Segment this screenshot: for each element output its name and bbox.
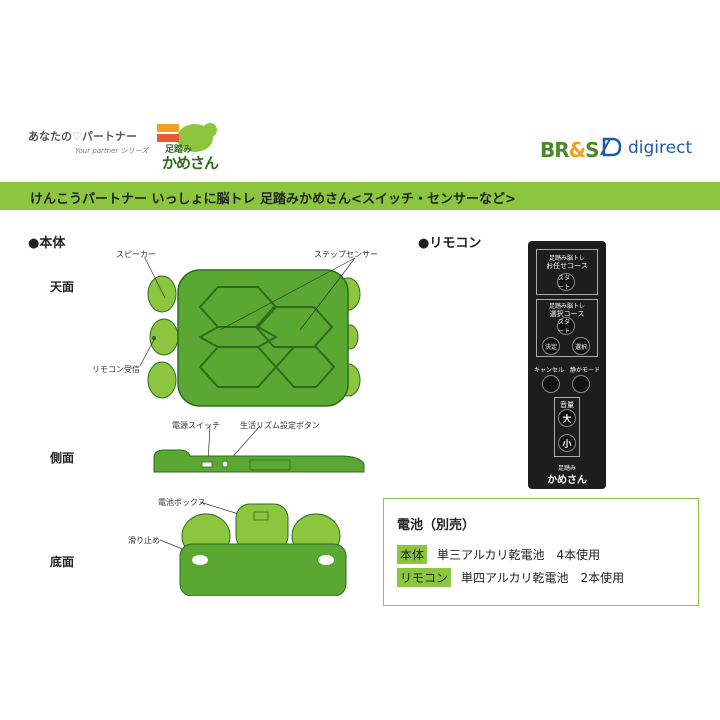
turtle-top-view-illustration	[147, 269, 361, 407]
brs-logo: BR&S	[540, 138, 600, 162]
step-sensor-label: ステップセンサー	[314, 250, 378, 259]
series-sub: Your partner シリーズ	[75, 147, 149, 155]
battery-row-body: 本体 単三アルカリ乾電池 4本使用	[397, 545, 600, 564]
product-logo-big: かめさん	[162, 154, 219, 172]
remote-quiet-mode-button[interactable]	[572, 375, 590, 393]
title-bar	[0, 182, 720, 210]
remote-decide-button[interactable]: 決定	[542, 337, 560, 355]
turtle-side-view-illustration	[153, 449, 365, 473]
digirect-logo: digirect	[628, 138, 693, 158]
remote-control: 足踏み脳トレ お任せコース スタート 足踏み脳トレ 選択コース スタート 決定 …	[528, 241, 606, 489]
remote-heading: ●リモコン	[418, 236, 482, 251]
turtle-logo-icon	[157, 123, 217, 152]
body-heading: ●本体	[28, 236, 66, 251]
speaker-label: スピーカー	[116, 250, 156, 259]
remote-receiver-label: リモコン受信	[92, 365, 140, 374]
remote-start-button-1[interactable]: スタート	[557, 273, 575, 291]
heart-icon: ♡	[72, 130, 82, 143]
battery-info-box	[383, 498, 699, 606]
battery-row-remote: リモコン 単四アルカリ乾電池 2本使用	[397, 568, 624, 587]
series-label: あなたの♡パートナー	[28, 130, 137, 143]
battery-box-label: 電池ボックス	[158, 498, 206, 507]
battery-title: 電池（別売）	[397, 518, 476, 533]
anti-slip-label: 滑り止め	[128, 536, 160, 545]
side-view-label: 側面	[50, 451, 75, 465]
rhythm-button-label: 生活リズム設定ボタン	[240, 421, 320, 430]
remote-cancel-button[interactable]	[542, 375, 560, 393]
remote-volume-down-button[interactable]: 小	[558, 434, 576, 452]
remote-start-button-2[interactable]: スタート	[557, 317, 575, 335]
power-switch-label: 電源スイッチ	[172, 421, 220, 430]
product-logo-small: 足踏み	[165, 145, 193, 155]
page-title: けんこうパートナー いっしょに脳トレ 足踏みかめさん<スイッチ・センサーなど>	[30, 192, 516, 207]
top-view-label: 天面	[50, 280, 75, 294]
remote-select-button[interactable]: 選択	[572, 337, 590, 355]
remote-volume-up-button[interactable]: 大	[558, 409, 576, 427]
turtle-bottom-view-illustration	[179, 503, 347, 596]
digirect-mark-icon	[600, 137, 622, 157]
bottom-view-label: 底面	[50, 555, 75, 569]
